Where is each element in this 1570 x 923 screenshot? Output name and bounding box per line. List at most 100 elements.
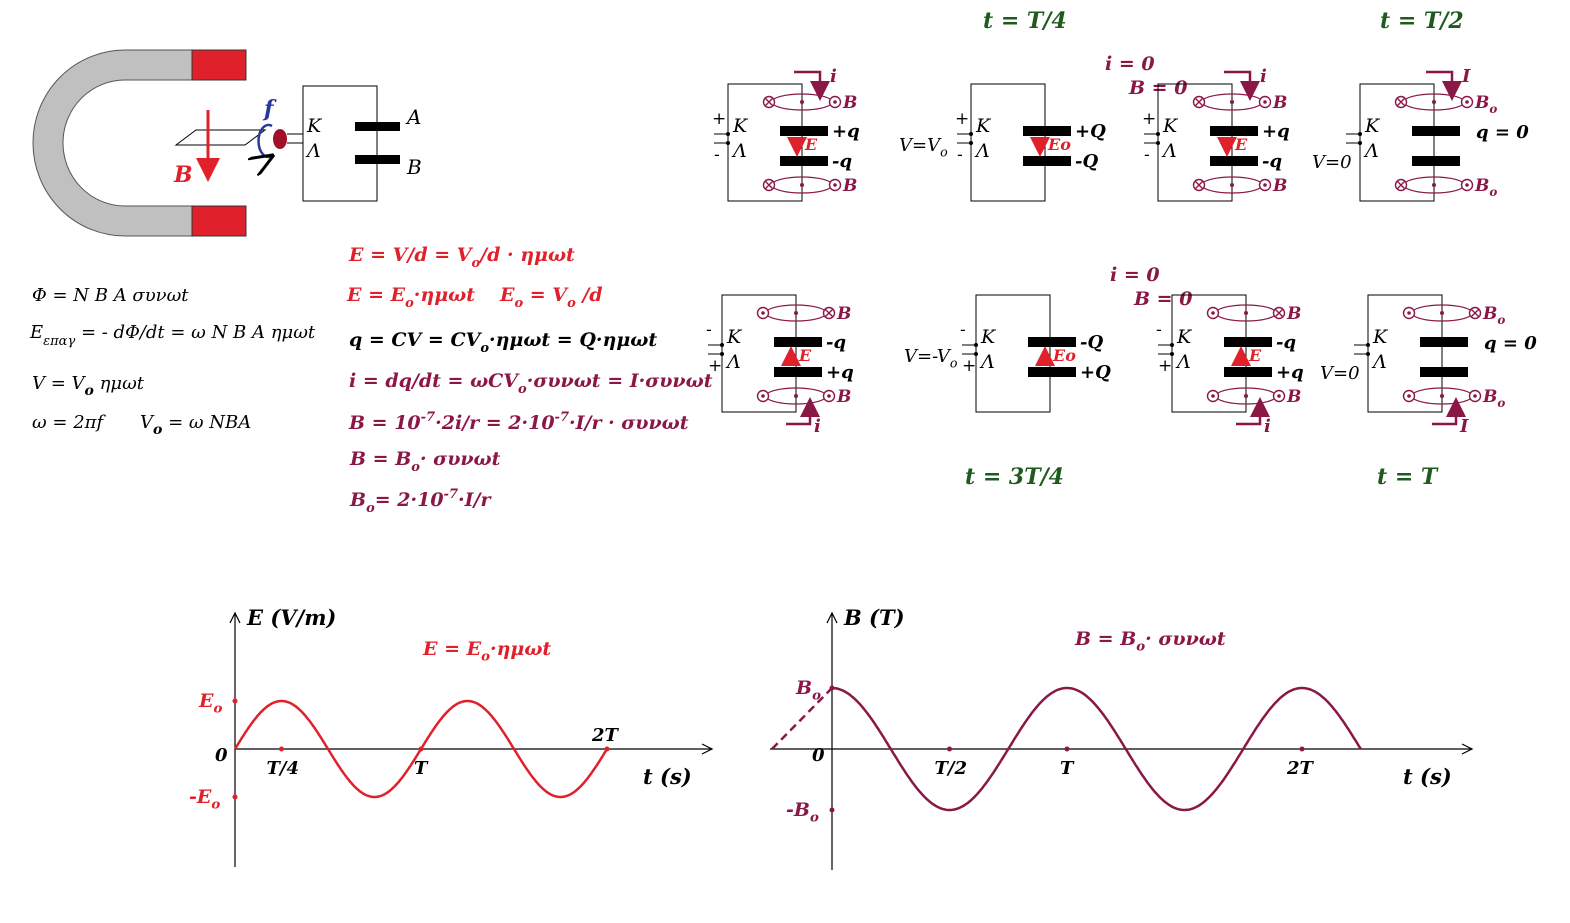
frequency-label: f (262, 96, 277, 122)
y-tick-label: 0 (215, 745, 228, 766)
polarity-top: - (960, 320, 966, 340)
capacitor-plate-top (1023, 126, 1071, 136)
wire-dot (1432, 100, 1436, 104)
voltage-label: V=0 (1312, 152, 1352, 173)
zero-current-label: i = 0 (1110, 264, 1160, 286)
y-tick-label: Eo (198, 690, 222, 717)
field-into-icon-cross (825, 309, 833, 317)
y-axis-arrow (826, 611, 838, 624)
terminal-k-label: K (1162, 115, 1179, 137)
plate-bottom-charge: -Q (1075, 151, 1098, 172)
capacitor-plate-bottom (1028, 367, 1076, 377)
eq-omega: ω = 2πf (32, 412, 106, 433)
current-arrow (1432, 397, 1466, 426)
e-field-label: E (804, 135, 818, 154)
plate-bottom-charge: -q (1262, 151, 1282, 172)
capacitor-plate-top (774, 337, 822, 347)
x-tick-label: 2T (591, 725, 620, 746)
wire-dot (1230, 183, 1234, 187)
b-field-label: B (1286, 387, 1301, 407)
chart-formula: E = Eo·ημωt (422, 638, 551, 665)
terminal-k-label: K (726, 326, 743, 348)
y-tick-dot (232, 794, 238, 800)
terminal-l: Λ (305, 140, 321, 162)
wire-dot (1440, 311, 1444, 315)
current-arrow (786, 397, 820, 426)
plate-bottom-charge: +q (826, 362, 854, 383)
polarity-bottom: + (1158, 356, 1172, 376)
y-axis-arrow (229, 611, 241, 624)
b-field-label: B (1272, 93, 1287, 113)
field-out-icon-dot (1473, 394, 1477, 398)
polarity-bottom: - (1144, 145, 1150, 165)
rotor-hub (273, 129, 287, 149)
terminal-l-label: Λ (1175, 351, 1191, 373)
e-field-label: E (1248, 346, 1262, 365)
plate-a (355, 122, 400, 131)
eq-emf: Eεπαγ = - dΦ/dt = ω N B A ημωt (29, 322, 316, 349)
voltage-label: V=0 (1320, 363, 1360, 384)
equations-left: Φ = N B A συνωt Eεπαγ = - dΦ/dt = ω N B … (29, 285, 316, 438)
current-label: i (1264, 416, 1271, 437)
field-into-icon-cross (1471, 309, 1479, 317)
b-field-label: B (1286, 304, 1301, 324)
e-field-label: Eo (1047, 135, 1071, 154)
wire-dot (800, 183, 804, 187)
terminal-l-label: Λ (974, 140, 990, 162)
b-field-label: B (836, 304, 851, 324)
time-label-t: t = T (1377, 464, 1439, 490)
eq-b-cos: B = Bo· συνωt (349, 448, 501, 475)
x-axis-label: t (s) (1403, 764, 1452, 789)
x-axis-label: t (s) (643, 764, 692, 789)
x-tick-dot (1299, 746, 1305, 752)
y-tick-dot (232, 698, 238, 704)
field-out-icon-dot (1407, 311, 1411, 315)
wire-dot (1244, 311, 1248, 315)
b-field-label: Bo (1482, 387, 1505, 410)
x-axis-arrow (701, 743, 714, 755)
equations-middle: E = V/d = Vo/d · ημωt E = Eo·ημωt Eo = V… (346, 244, 713, 516)
generator-diagram: B f K Λ A B (32, 49, 422, 237)
y-tick-label: 0 (812, 745, 825, 766)
terminal-k-label: K (732, 115, 749, 137)
terminal-k: K (306, 115, 323, 137)
time-label-t2: t = T/2 (1380, 8, 1464, 34)
polarity-bottom: - (957, 145, 963, 165)
capacitor-plate-top (1412, 126, 1460, 136)
capacitor-plate-bottom (774, 367, 822, 377)
magnet-pole-top (191, 49, 247, 81)
field-into-icon-cross (765, 181, 773, 189)
capacitor-plate-bottom (780, 156, 828, 166)
eq-bo: Bo= 2·10-7·I/r (349, 487, 492, 516)
terminal-l-label: Λ (1371, 351, 1387, 373)
x-tick-label: T/2 (935, 758, 968, 779)
field-out-icon-dot (761, 394, 765, 398)
terminal-l-label: Λ (1363, 140, 1379, 162)
polarity-top: + (712, 109, 726, 129)
voltage-label: V=Vo (899, 135, 948, 159)
terminal-l-label: Λ (979, 351, 995, 373)
x-tick-dot (279, 746, 284, 752)
capacitor-plate-top (780, 126, 828, 136)
capacitor-plate-top (1028, 337, 1076, 347)
polarity-bottom: + (962, 356, 976, 376)
field-out-icon-dot (833, 100, 837, 104)
wire-dot (1244, 394, 1248, 398)
eq-voltage: V = Vo ημωt (32, 373, 145, 399)
field-out-icon-dot (1211, 394, 1215, 398)
polarity-bottom: - (714, 145, 720, 165)
current-label: i (1260, 66, 1267, 87)
field-into-icon-cross (1195, 181, 1203, 189)
eq-e-sin: E = Eo·ημωt (346, 284, 475, 311)
eq-current: i = dq/dt = ωCVo·συνωt = I·συνωt (349, 370, 713, 397)
x-tick-label: T (1060, 758, 1075, 779)
field-out-icon-dot (1263, 100, 1267, 104)
x-tick-label: 2T (1286, 758, 1315, 779)
